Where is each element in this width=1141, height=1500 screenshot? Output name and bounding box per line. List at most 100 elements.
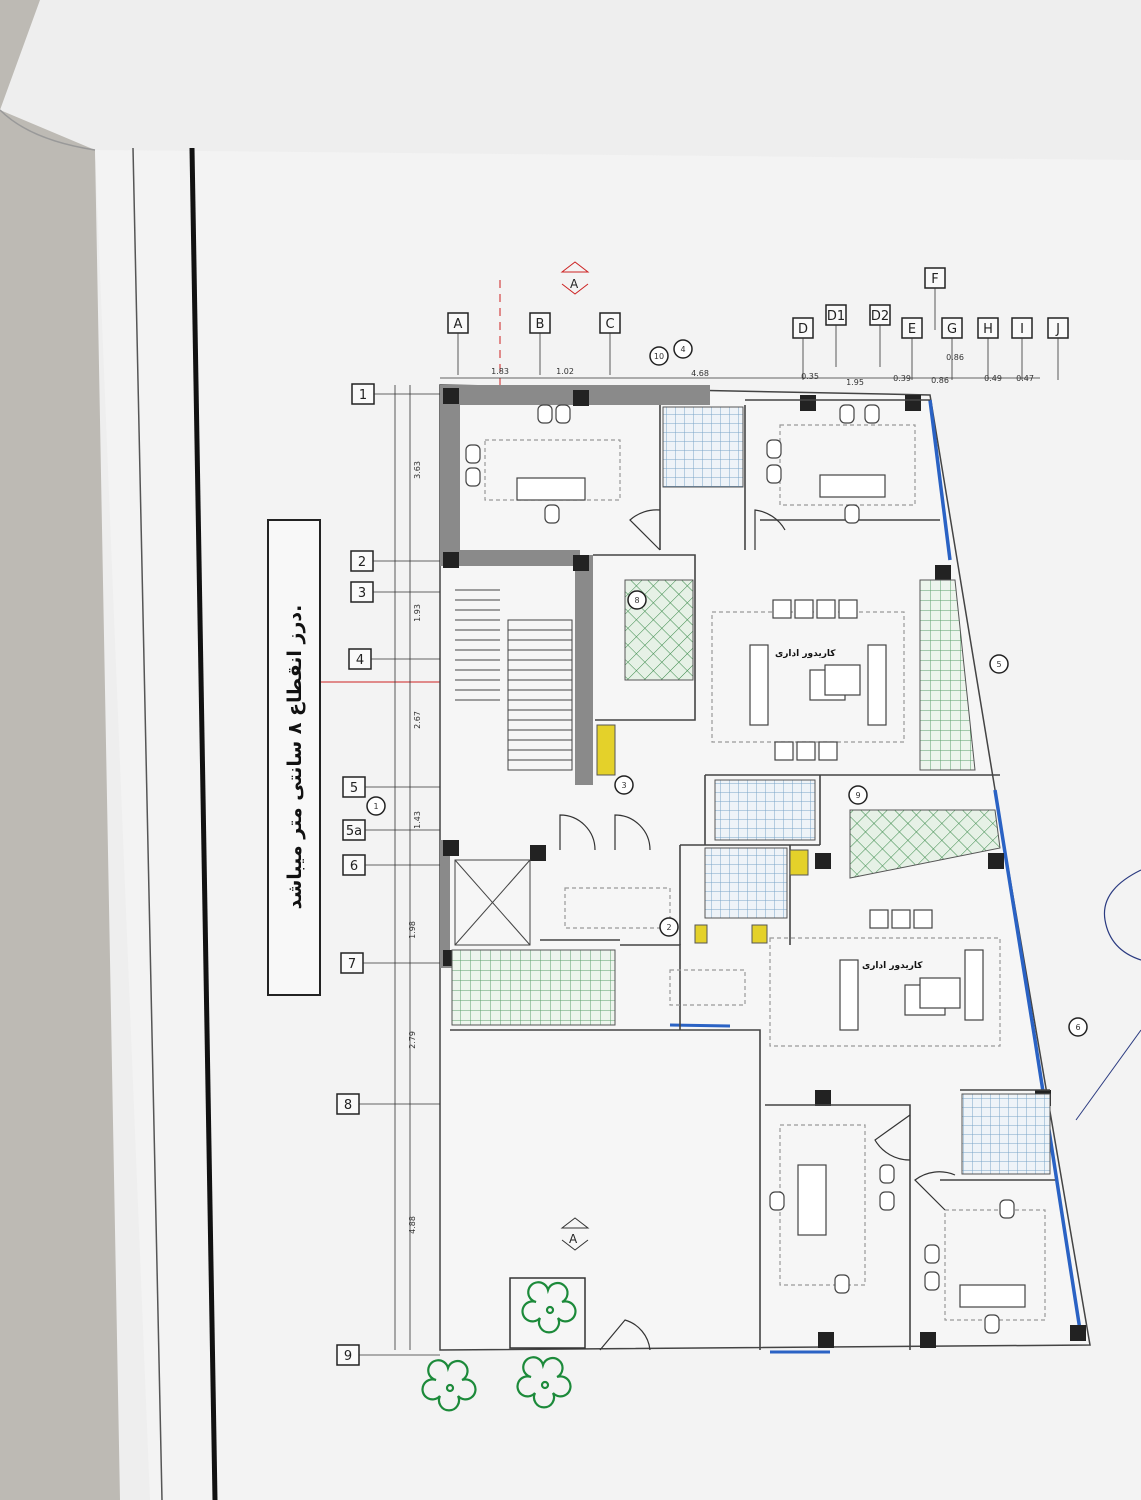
column-marker-c: C [599,312,621,375]
column-marker-g: G [941,317,963,380]
yellow-shafts [596,724,809,944]
column-marker-d2: D2 [869,304,891,367]
balcony-tiles-right [919,579,976,771]
elevator-shaft [454,859,531,946]
top-dimension-label: 1.95 [846,378,864,387]
column-label: F [931,272,938,287]
column-marker-b: B [529,312,551,375]
row-marker-5: 5 [342,776,440,798]
row-label: 1 [359,388,367,403]
row-label: 5 [350,781,358,796]
top-dimension-label: 0.86 [946,353,964,362]
column-label: A [454,317,463,332]
top-dimension-label: 0.86 [931,376,949,385]
top-dimension-label: 1.83 [491,367,509,376]
staircase [455,589,573,771]
top-dimension-label: 1.02 [556,367,574,376]
row-label: 5a [346,824,362,839]
wall-west-upper [440,385,460,565]
row-marker-1: 1 [351,383,440,405]
column-label: J [1055,322,1060,337]
column-label: D [798,322,808,337]
row-marker-5a: 5a [342,819,440,841]
top-dimension-label: 0.35 [801,372,819,381]
section-marker-top: A [560,261,590,295]
column-label: G [947,322,957,337]
callout-label: 3 [621,781,626,790]
left-dimension-lines [394,385,411,1350]
row-marker-7: 7 [340,952,440,974]
top-dimension-label: 4.68 [691,369,709,378]
row-label: 4 [356,653,364,668]
left-dimension-label: 2.79 [408,1031,417,1049]
row-marker-2: 2 [350,550,440,572]
callout-3: 3 [614,775,634,795]
row-label: 8 [344,1098,352,1113]
bathroom-tiles-top [662,406,744,488]
entry-tiles [451,949,616,1026]
top-dimension-labels: 1.83 1.02 4.68 0.35 1.95 0.39 0.86 0.86 0.49 0.47 [491,353,1034,387]
left-dimension-label: 2.67 [413,711,422,729]
row-label: 3 [358,586,366,601]
callout-2: 2 [659,917,679,937]
column-label: D2 [871,309,889,324]
column-label: D1 [827,309,845,324]
row-marker-9: 9 [336,1344,440,1366]
sheet-border-outer [132,147,163,1500]
row-marker-3: 3 [350,581,440,603]
wall-stair-east [575,555,593,785]
office-furniture [465,404,1046,1334]
section-marker-bottom: A [560,1217,590,1251]
left-dimension-label: 1.43 [413,811,422,829]
column-label: E [908,322,916,337]
bathroom-tiles-mid2 [704,847,788,919]
row-marker-4: 4 [348,648,440,670]
callout-label: 8 [634,596,639,605]
callout-6: 6 [1068,1017,1088,1037]
room-label-office-corridor-upper: کاریدور اداری [775,649,836,659]
left-dimension-labels: 3.631.932.672.794.881.981.43 [408,461,422,1234]
callout-label: 9 [855,791,860,800]
callout-label: 4 [680,345,685,354]
callout-label: 6 [1075,1023,1080,1032]
column-marker-h: H [977,317,999,380]
top-dimension-label: 0.39 [893,374,911,383]
row-marker-8: 8 [336,1093,440,1115]
facade-window-2 [993,789,1082,1331]
column-marker-i: I [1011,317,1033,380]
bathroom-tiles-lower [961,1093,1051,1175]
section-label-bottom: A [569,1232,578,1246]
room-label-office-corridor-lower: کاریدور اداری [862,961,923,971]
callout-label: 10 [654,352,664,361]
callout-8: 8 [627,590,647,610]
pen-scribble [1103,869,1141,961]
note-box [267,519,321,996]
left-dimension-label: 1.93 [413,604,422,622]
tree-icon-1 [521,1281,577,1334]
pen-stroke [1075,1029,1141,1121]
row-label: 9 [344,1349,352,1364]
wall-elevator [440,840,450,960]
top-dimension-label: 0.49 [984,374,1002,383]
callout-10: 10 [649,346,669,366]
column-marker-a: A [447,312,469,375]
column-label: B [536,317,545,332]
column-marker-d: D [792,317,814,380]
column-marker-j: J [1047,317,1069,380]
left-dimension-label: 1.98 [408,921,417,939]
column-label: I [1020,322,1024,337]
column-marker-f: F [924,267,946,330]
tree-icon-3 [516,1356,572,1409]
callout-1: 1 [366,796,386,816]
callout-label: 2 [666,923,671,932]
callout-4: 4 [673,339,693,359]
callout-9: 9 [848,785,868,805]
column-marker-e: E [901,317,923,380]
top-dimension-label: 0.47 [1016,374,1034,383]
window-bottom-1 [669,1023,731,1028]
left-dimension-label: 4.88 [408,1216,417,1234]
planter-box [509,1277,586,1349]
callout-label: 1 [373,802,378,811]
